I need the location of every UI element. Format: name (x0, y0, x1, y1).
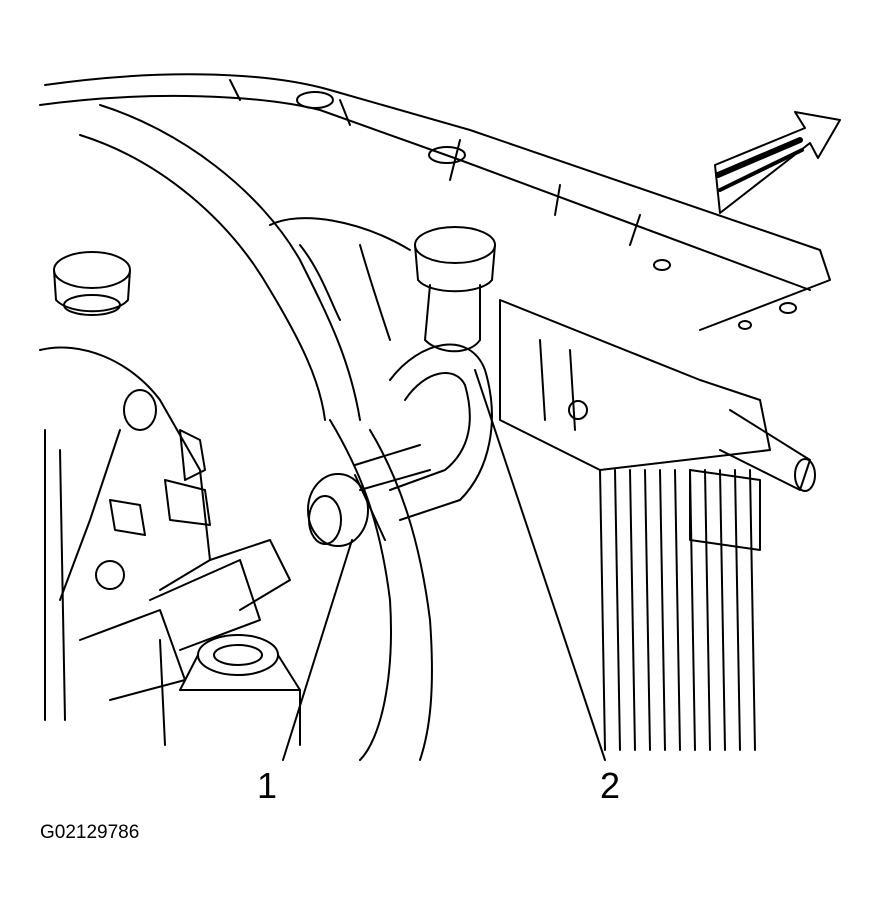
radiator-core (499, 299, 771, 751)
callout-1-leader (282, 539, 353, 761)
radiator-inlet-hose (354, 343, 493, 521)
radiator-upper-hose (79, 104, 433, 761)
cooler-line-fitting (689, 409, 816, 551)
callout-label-1: 1 (257, 765, 278, 806)
callout-2-leader (474, 369, 606, 761)
engine-components-left (39, 251, 291, 721)
figure-id: G02129786 (40, 822, 140, 843)
radiator-support-bar (39, 73, 831, 331)
surge-tank-cap (414, 226, 496, 353)
front-direction-arrow-icon (714, 111, 841, 214)
hose-clamp (307, 473, 386, 547)
coolant-reservoir-neck (159, 634, 301, 746)
callout-label-2: 2 (600, 765, 621, 806)
